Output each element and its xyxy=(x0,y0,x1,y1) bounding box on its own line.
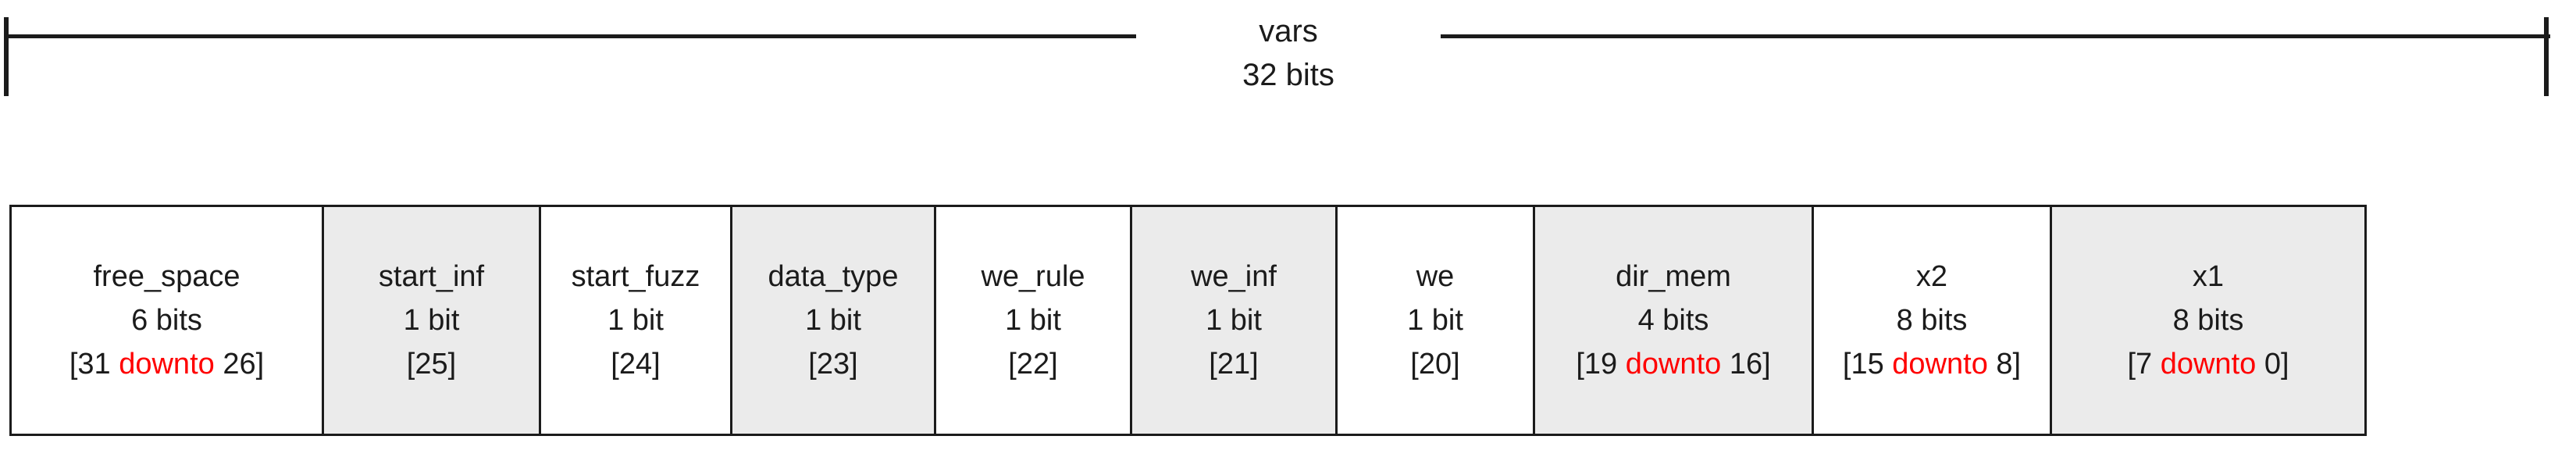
field-range: [31 downto 26] xyxy=(69,342,264,386)
field-size: 6 bits xyxy=(131,304,202,337)
range-open: [7 xyxy=(2127,348,2161,381)
field-size: 4 bits xyxy=(1637,304,1709,337)
span-tick-left xyxy=(4,17,9,96)
field-range: [24] xyxy=(611,342,660,386)
range-open: [19 xyxy=(1576,348,1626,381)
field-range: [19 downto 16] xyxy=(1576,342,1770,386)
field-name: start_inf xyxy=(378,260,485,293)
range-open: [15 xyxy=(1842,348,1893,381)
field-range: [21] xyxy=(1209,342,1258,386)
field-size: 1 bit xyxy=(607,304,664,337)
span-size: 32 bits xyxy=(1242,58,1334,92)
field-range: [25] xyxy=(407,342,456,386)
range-keyword: downto xyxy=(1625,348,1722,381)
range-close: 26] xyxy=(214,348,265,381)
field-name: start_fuzz xyxy=(571,260,700,293)
field-range: [15 downto 8] xyxy=(1843,342,2021,386)
range-open: [23] xyxy=(808,348,858,381)
field-cell-x1[interactable]: x1 8 bits [7 downto 0] xyxy=(2052,207,2364,434)
field-cell-start_fuzz[interactable]: start_fuzz 1 bit [24] xyxy=(541,207,732,434)
field-name: we xyxy=(1416,260,1455,293)
field-size: 1 bit xyxy=(403,304,460,337)
field-cell-we[interactable]: we 1 bit [20] xyxy=(1338,207,1535,434)
field-name: free_space xyxy=(93,260,240,293)
range-open: [21] xyxy=(1209,348,1259,381)
total-span-bracket: vars 32 bits xyxy=(0,0,2576,195)
field-cell-data_type[interactable]: data_type 1 bit [23] xyxy=(732,207,936,434)
range-keyword: downto xyxy=(119,348,215,381)
field-size: 1 bit xyxy=(1005,304,1061,337)
field-range: [23] xyxy=(808,342,857,386)
range-keyword: downto xyxy=(1892,348,1988,381)
span-rule-left xyxy=(5,34,1136,38)
field-cell-start_inf[interactable]: start_inf 1 bit [25] xyxy=(324,207,541,434)
span-tick-right xyxy=(2544,17,2549,96)
range-keyword: downto xyxy=(2160,348,2257,381)
field-range: [7 downto 0] xyxy=(2127,342,2289,386)
field-range: [22] xyxy=(1008,342,1057,386)
range-open: [25] xyxy=(406,348,457,381)
field-range: [20] xyxy=(1410,342,1459,386)
field-name: data_type xyxy=(768,260,899,293)
field-name: x2 xyxy=(1915,260,1948,293)
range-open: [20] xyxy=(1410,348,1460,381)
field-size: 1 bit xyxy=(805,304,861,337)
field-name: we_inf xyxy=(1191,260,1277,293)
field-cell-dir_mem[interactable]: dir_mem 4 bits [19 downto 16] xyxy=(1535,207,1814,434)
span-name: vars xyxy=(1259,14,1318,48)
field-cell-we_rule[interactable]: we_rule 1 bit [22] xyxy=(936,207,1132,434)
range-close: 0] xyxy=(2256,348,2289,381)
field-cell-free_space[interactable]: free_space 6 bits [31 downto 26] xyxy=(12,207,324,434)
range-open: [24] xyxy=(611,348,661,381)
field-name: we_rule xyxy=(981,260,1085,293)
range-open: [22] xyxy=(1008,348,1058,381)
range-close: 8] xyxy=(1987,348,2022,381)
field-cell-x2[interactable]: x2 8 bits [15 downto 8] xyxy=(1814,207,2052,434)
field-name: dir_mem xyxy=(1616,260,1731,293)
bitfield-table: free_space 6 bits [31 downto 26] start_i… xyxy=(9,205,2367,436)
field-size: 1 bit xyxy=(1407,304,1463,337)
field-name: x1 xyxy=(2192,260,2225,293)
field-size: 8 bits xyxy=(1896,304,1968,337)
range-close: 16] xyxy=(1721,348,1771,381)
range-open: [31 xyxy=(69,348,119,381)
field-size: 1 bit xyxy=(1206,304,1262,337)
span-rule-right xyxy=(1441,34,2550,38)
field-size: 8 bits xyxy=(2172,304,2244,337)
field-cell-we_inf[interactable]: we_inf 1 bit [21] xyxy=(1132,207,1338,434)
span-label: vars 32 bits xyxy=(976,9,1601,97)
